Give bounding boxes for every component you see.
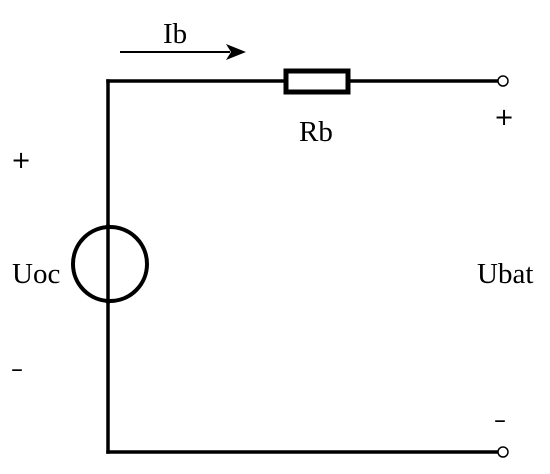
- current-arrow: [120, 44, 246, 60]
- terminal-plus-sign: +: [494, 103, 514, 131]
- voltage-source: [71, 225, 149, 303]
- negative-terminal: [497, 446, 509, 458]
- source-minus-sign: –: [11, 355, 23, 383]
- current-label: Ib: [163, 18, 187, 50]
- source-label: Uoc: [12, 258, 60, 290]
- source-plus-sign: +: [11, 146, 31, 174]
- positive-terminal: [497, 75, 509, 87]
- terminal-label: Ubat: [477, 258, 533, 290]
- resistor: [283, 68, 351, 95]
- terminal-minus-sign: –: [494, 406, 506, 434]
- resistor-label: Rb: [299, 116, 333, 148]
